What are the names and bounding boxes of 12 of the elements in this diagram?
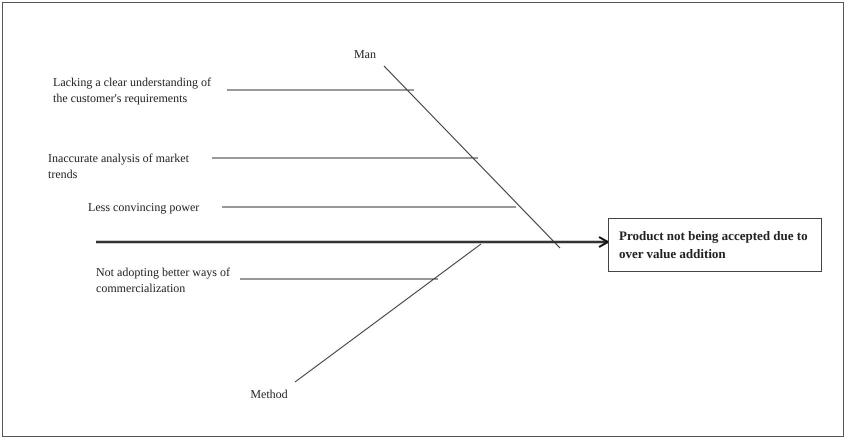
cause-text: Not adopting better ways of commercialization	[96, 264, 236, 296]
cause-line	[240, 278, 438, 280]
category-bone-line	[294, 244, 482, 382]
category-label: Man	[350, 46, 380, 62]
category-label: Method	[247, 386, 291, 402]
cause-text: Lacking a clear understanding of the customer's requirements	[53, 74, 223, 106]
cause-text: Less convincing power	[88, 199, 218, 215]
arrow	[96, 236, 609, 248]
effect-box: Product not being accepted due to over value addition	[608, 218, 822, 272]
cause-line	[222, 206, 516, 208]
cause-text: Inaccurate analysis of market trends	[48, 150, 208, 182]
category-bone-line	[384, 66, 560, 248]
